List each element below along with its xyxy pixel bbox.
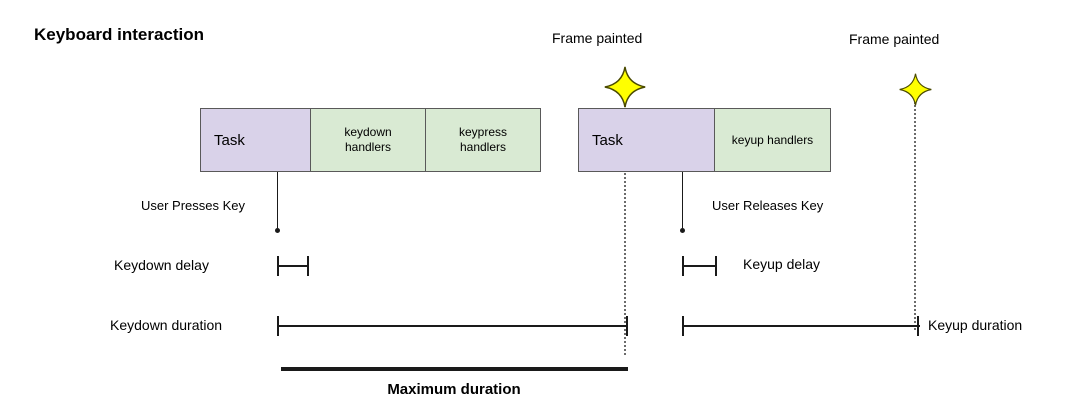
keydown-delay-end-tick	[307, 256, 309, 276]
frame-paint-dotted-line-2	[914, 102, 916, 330]
maximum-duration-label: Maximum duration	[387, 381, 521, 398]
key-press-marker-line	[277, 172, 278, 228]
keyup-duration-start-tick	[682, 316, 684, 336]
key-release-dot	[680, 228, 685, 233]
key-press-dot	[275, 228, 280, 233]
maximum-duration-line	[281, 367, 628, 371]
keydown-delay-start-tick	[277, 256, 279, 276]
task-box-2: Task	[578, 108, 715, 172]
keyup-delay-line	[683, 265, 717, 267]
frame-painted-star-icon	[899, 73, 932, 106]
keypress-handlers-box: keypress handlers	[425, 108, 541, 172]
keyup-duration-label: Keyup duration	[928, 317, 1023, 333]
keydown-delay-label: Keydown delay	[114, 257, 209, 273]
keyup-handlers-box: keyup handlers	[714, 108, 831, 172]
keydown-duration-end-tick	[626, 316, 628, 336]
keydown-handlers-label: keydown handlers	[344, 125, 392, 154]
keyup-delay-start-tick	[682, 256, 684, 276]
frame-painted-label-2: Frame painted	[849, 31, 940, 47]
keyup-delay-end-tick	[715, 256, 717, 276]
user-presses-key-label: User Presses Key	[141, 198, 246, 213]
keypress-handlers-label: keypress handlers	[458, 125, 508, 154]
key-release-marker-line	[682, 172, 683, 228]
keydown-handlers-box: keydown handlers	[310, 108, 426, 172]
keydown-duration-line	[278, 325, 628, 327]
task-box-label: Task	[592, 131, 623, 149]
keyup-delay-label: Keyup delay	[743, 256, 821, 272]
task-box-1: Task	[200, 108, 311, 172]
keydown-duration-start-tick	[277, 316, 279, 336]
keyup-handlers-label: keyup handlers	[731, 132, 814, 147]
frame-paint-dotted-line-1	[624, 100, 626, 355]
diagram-title: Keyboard interaction	[34, 25, 205, 44]
keydown-duration-label: Keydown duration	[110, 317, 223, 333]
frame-painted-star-icon	[604, 66, 646, 108]
keyup-duration-end-tick	[917, 316, 919, 336]
frame-painted-label-1: Frame painted	[552, 30, 643, 46]
user-releases-key-label: User Releases Key	[712, 198, 824, 213]
keyup-duration-line	[683, 325, 920, 327]
task-box-label: Task	[214, 131, 245, 149]
keydown-delay-line	[278, 265, 309, 267]
